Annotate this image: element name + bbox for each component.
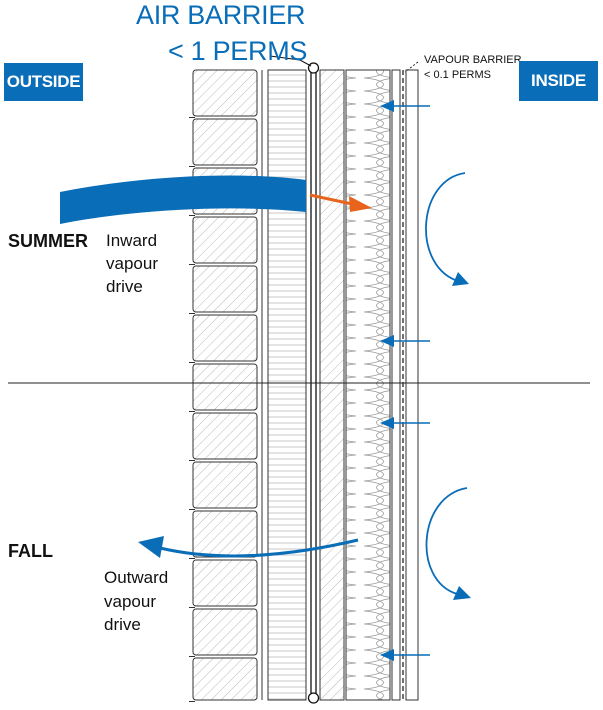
summer-drive-line3: drive — [106, 277, 143, 296]
brick-course-10 — [192, 510, 258, 558]
batt-insulation — [345, 69, 391, 701]
sheathing-layer — [267, 69, 307, 701]
brick-course-11 — [192, 559, 258, 607]
interior-vapour-arrow-1 — [380, 100, 430, 112]
brick-veneer — [189, 69, 263, 702]
brick-course-13 — [192, 657, 258, 701]
outward-vapour-drive-arrow — [138, 536, 359, 558]
air-barrier-bottom-clip — [307, 692, 320, 704]
interior-vapour-arrow-2 — [380, 335, 430, 347]
rigid-board-layer — [319, 69, 345, 701]
brick-course-12 — [192, 608, 258, 656]
vapour-barrier-perms: < 0.1 PERMS — [424, 69, 491, 81]
brick-course-8 — [192, 412, 258, 460]
summer-drive-line1: Inward — [106, 231, 158, 250]
inward-vapour-drive-arrow — [60, 175, 306, 224]
air-barrier-perms: < 1 PERMS — [168, 36, 308, 66]
orange-drive-arrow — [309, 193, 372, 212]
brick-course-6 — [192, 314, 258, 362]
summer-season-label: SUMMER — [8, 231, 88, 251]
interior-air-circulation-arrow-fall — [425, 487, 471, 600]
air-barrier-top-clip — [307, 62, 320, 74]
vapour-barrier-leader — [404, 61, 419, 73]
fall-season-label: FALL — [8, 541, 53, 561]
wall-assembly — [189, 62, 419, 704]
fall-drive-line2: vapour — [104, 592, 156, 611]
brick-course-5 — [192, 265, 258, 313]
interior-vapour-arrow-3 — [380, 417, 430, 429]
interior-board — [391, 69, 401, 701]
brick-course-4 — [192, 216, 258, 264]
summer-drive-line2: vapour — [106, 254, 158, 273]
drywall-layer — [405, 69, 419, 701]
brick-course-1 — [192, 69, 258, 117]
brick-course-2 — [192, 118, 258, 166]
vapour-barrier-title: VAPOUR BARRIER — [424, 54, 522, 66]
interior-vapour-arrow-4 — [380, 649, 430, 661]
air-barrier-title: AIR BARRIER — [136, 0, 306, 30]
air-barrier-leader — [269, 55, 312, 67]
outside-tag: OUTSIDE — [4, 63, 83, 101]
fall-drive-line3: drive — [104, 615, 141, 634]
brick-course-7 — [192, 363, 258, 411]
brick-course-9 — [192, 461, 258, 509]
interior-air-circulation-arrow-summer — [425, 172, 469, 286]
inside-tag: INSIDE — [519, 61, 598, 101]
fall-drive-line1: Outward — [104, 568, 169, 587]
